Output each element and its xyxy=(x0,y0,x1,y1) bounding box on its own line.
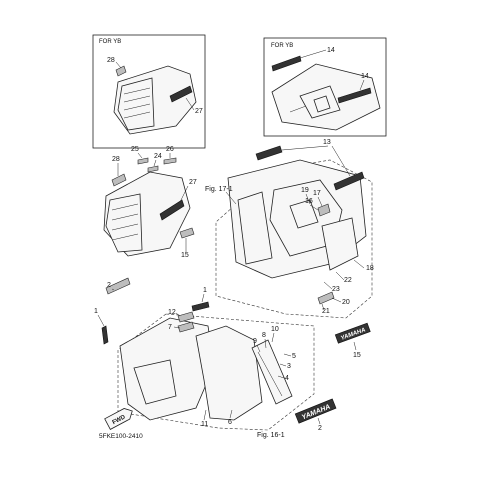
callout-28-inset: 28 xyxy=(107,57,115,64)
callout-13: 13 xyxy=(323,139,331,146)
callout-12: 12 xyxy=(168,309,176,316)
side-emblem-decal: YAMAHA xyxy=(334,322,371,344)
callout-8: 8 xyxy=(262,332,266,339)
callout-1-top: 1 xyxy=(203,287,207,294)
drawing-code: 5FKE100-2410 xyxy=(99,433,143,440)
callout-28: 28 xyxy=(112,156,120,163)
callout-2-top: 2 xyxy=(107,282,111,289)
front-fender-upper xyxy=(103,157,191,257)
callout-18: 18 xyxy=(366,265,374,272)
callout-27: 27 xyxy=(189,179,197,186)
callout-1-left: 1 xyxy=(94,308,98,315)
inset-title-left: FOR YB xyxy=(99,39,121,45)
inset-right-rear-fender xyxy=(271,55,381,131)
callout-11: 11 xyxy=(201,421,208,428)
front-emblem-decal: YAMAHA xyxy=(294,398,337,424)
front-group-boundary xyxy=(117,313,315,431)
callout-27-inset: 27 xyxy=(195,108,203,115)
callout-23: 23 xyxy=(332,286,340,293)
callout-19: 19 xyxy=(301,187,309,194)
callout-16: 16 xyxy=(305,198,313,205)
callout-20: 20 xyxy=(342,299,350,306)
inset-frame-right xyxy=(263,37,387,137)
callout-3: 3 xyxy=(287,363,291,370)
inset-frame-left xyxy=(92,34,206,149)
inset-left-front-fender xyxy=(113,65,197,135)
callout-26: 26 xyxy=(166,146,174,153)
inset-title-right: FOR YB xyxy=(271,43,293,49)
callout-24: 24 xyxy=(154,153,162,160)
rear-group-label: Fig. 17-1 xyxy=(205,186,233,193)
callout-14-top: 14 xyxy=(327,47,335,54)
callout-7: 7 xyxy=(168,324,172,331)
callout-4: 4 xyxy=(285,375,289,382)
callout-9: 9 xyxy=(253,338,257,345)
callout-25: 25 xyxy=(131,146,139,153)
callout-5: 5 xyxy=(292,353,296,360)
callout-22: 22 xyxy=(344,277,352,284)
callout-14-right: 14 xyxy=(361,73,369,80)
callout-10: 10 xyxy=(271,326,279,333)
callout-17: 17 xyxy=(313,190,321,197)
rear-fender xyxy=(179,145,367,305)
front-group-label: Fig. 16-1 xyxy=(257,432,285,439)
callout-15-front: 15 xyxy=(353,352,361,359)
fwd-badge: FWD xyxy=(104,408,133,430)
callout-2-bottom: 2 xyxy=(318,425,322,432)
callout-15-rear: 15 xyxy=(181,252,189,259)
callout-6: 6 xyxy=(228,419,232,426)
callout-21: 21 xyxy=(322,308,330,315)
front-fender xyxy=(101,277,293,421)
